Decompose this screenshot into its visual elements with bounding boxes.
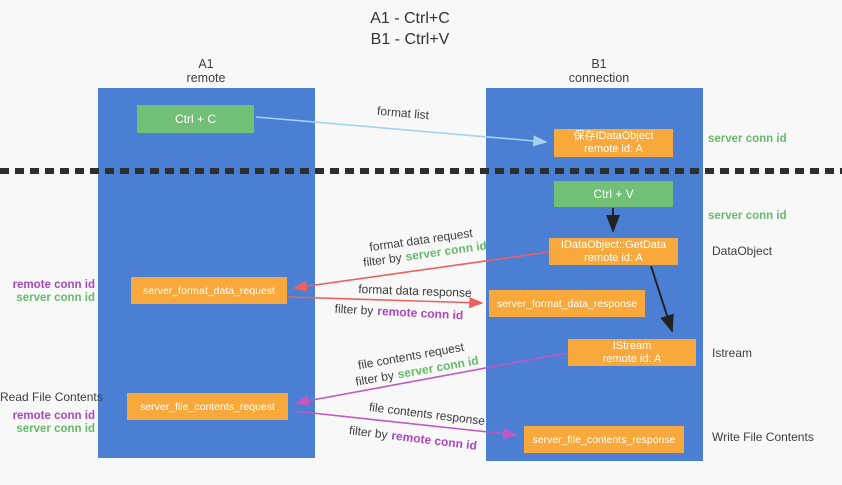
server-file-contents-response-label: server_file_contents_response — [532, 433, 676, 446]
server-file-contents-request-box: server_file_contents_request — [127, 393, 288, 420]
save-idataobject-box: 保存IDataObject remote id: A — [554, 129, 673, 157]
ctrl-v-box: Ctrl + V — [554, 181, 673, 207]
server-file-contents-request-label: server_file_contents_request — [140, 400, 275, 413]
lane-b-header: B1 connection — [539, 57, 659, 85]
lane-a-name: A1 — [198, 57, 214, 71]
save-idataobject-line1: 保存IDataObject — [573, 130, 654, 142]
save-idataobject-line2: remote id: A — [584, 143, 643, 155]
server-format-data-response-box: server_format_data_response — [489, 290, 645, 317]
filter-by-text: filter by — [362, 250, 403, 270]
title-line-copy: A1 - Ctrl+C — [370, 10, 450, 27]
ctrl-c-label: Ctrl + C — [174, 112, 216, 126]
getdata-line2: remote id: A — [584, 251, 643, 264]
lane-b-name: B1 — [591, 57, 607, 71]
remote-conn-id-text: remote conn id — [390, 428, 478, 453]
lane-b-subtitle: connection — [568, 71, 630, 85]
title-line-paste: B1 - Ctrl+V — [370, 31, 450, 48]
left-server-conn-id-label-2: server conn id — [16, 423, 95, 435]
machine-divider-dotted-line — [0, 168, 842, 174]
read-file-contents-label: Read File Contents — [0, 390, 103, 404]
write-file-contents-label: Write File Contents — [712, 430, 814, 444]
file-contents-response-label: file contents response — [368, 399, 486, 429]
format-data-response-label: format data response — [358, 282, 472, 300]
server-file-contents-response-box: server_file_contents_response — [524, 426, 684, 453]
format-list-label: format list — [376, 103, 430, 123]
right-server-conn-id-label-2: server conn id — [708, 210, 787, 222]
ctrl-c-box: Ctrl + C — [137, 105, 254, 133]
istream-line2: remote id: A — [602, 352, 662, 365]
diagram-title: A1 - Ctrl+C B1 - Ctrl+V — [370, 8, 450, 50]
left-server-conn-id-label: server conn id — [16, 292, 95, 304]
right-server-conn-id-label: server conn id — [708, 133, 787, 145]
server-format-data-response-label: server_format_data_response — [496, 297, 638, 310]
left-remote-conn-id-label: remote conn id — [12, 279, 95, 291]
dataobject-label: DataObject — [712, 244, 773, 258]
lane-a-subtitle: remote — [186, 71, 226, 85]
idataobject-getdata-box: IDataObject::GetData remote id: A — [549, 238, 678, 265]
getdata-line1: IDataObject::GetData — [560, 238, 667, 251]
server-format-data-request-label: server_format_data_request — [143, 284, 275, 297]
filter-by-text: filter by — [348, 423, 389, 442]
remote-conn-id-text: remote conn id — [376, 303, 464, 323]
istream-side-label: Istream — [712, 346, 753, 360]
lane-a-header: A1 remote — [146, 57, 266, 85]
ctrl-v-label: Ctrl + V — [593, 187, 634, 201]
filter-by-text: filter by — [334, 301, 374, 318]
server-format-data-request-box: server_format_data_request — [131, 277, 287, 304]
istream-line1: IStream — [612, 339, 652, 352]
left-remote-conn-id-label-2: remote conn id — [12, 410, 95, 422]
istream-box: IStream remote id: A — [568, 339, 696, 366]
